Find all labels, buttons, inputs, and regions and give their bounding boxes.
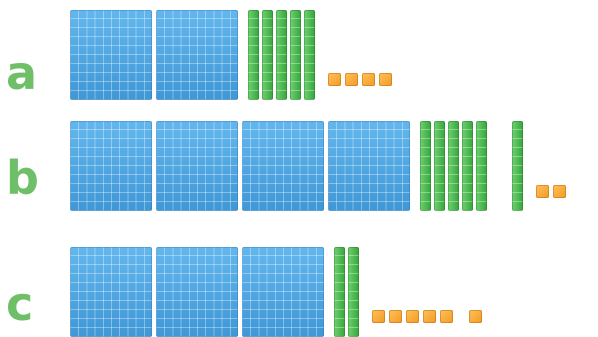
ten-rod: [420, 121, 431, 211]
one-cube: [328, 73, 341, 86]
hundred-block: [156, 10, 238, 100]
one-cube: [379, 73, 392, 86]
hundred-block: [242, 121, 324, 211]
ten-rod: [512, 121, 523, 211]
hundred-block: [156, 121, 238, 211]
ten-rod: [304, 10, 315, 100]
one-cube: [372, 310, 385, 323]
ten-rod: [434, 121, 445, 211]
one-cube: [553, 185, 566, 198]
ten-rod: [448, 121, 459, 211]
one-cube: [389, 310, 402, 323]
hundred-block: [70, 121, 152, 211]
hundred-block: [70, 247, 152, 337]
ten-rod: [262, 10, 273, 100]
hundred-block: [242, 247, 324, 337]
hundred-block: [70, 10, 152, 100]
one-cube: [440, 310, 453, 323]
row-label-b: b: [6, 155, 39, 201]
ten-rod: [462, 121, 473, 211]
one-cube: [469, 310, 482, 323]
ten-rod: [290, 10, 301, 100]
ten-rod: [334, 247, 345, 337]
ten-rod: [248, 10, 259, 100]
one-cube: [536, 185, 549, 198]
one-cube: [345, 73, 358, 86]
ten-rod: [276, 10, 287, 100]
row-label-c: c: [6, 281, 33, 327]
one-cube: [362, 73, 375, 86]
ten-rod: [348, 247, 359, 337]
ten-rod: [476, 121, 487, 211]
one-cube: [406, 310, 419, 323]
hundred-block: [328, 121, 410, 211]
one-cube: [423, 310, 436, 323]
row-label-a: a: [6, 50, 37, 96]
hundred-block: [156, 247, 238, 337]
